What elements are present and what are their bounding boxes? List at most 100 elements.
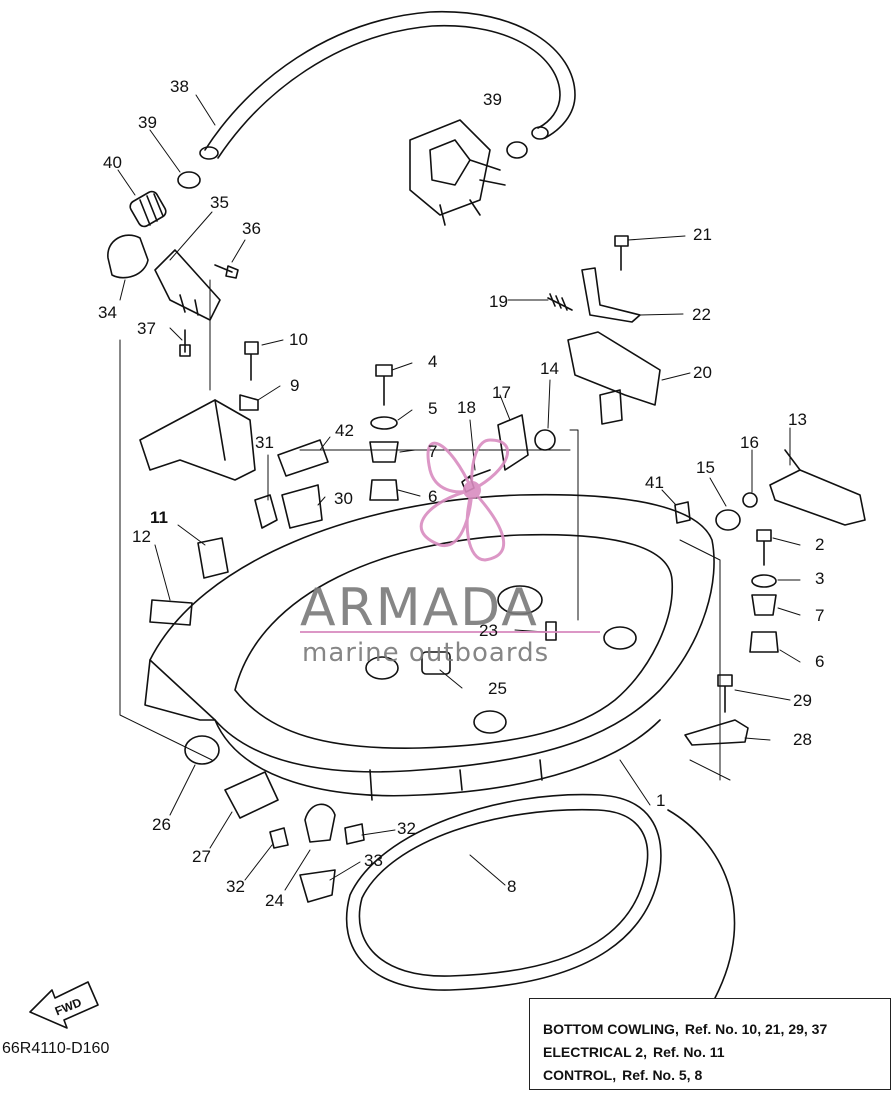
label-part-42: [277, 439, 329, 477]
washer-part-16: [742, 492, 758, 508]
hose-clamp-right: [506, 141, 528, 159]
port-boss-right: [603, 626, 637, 650]
propeller-logo-icon: [419, 438, 509, 562]
legend-refs: Ref. No. 11: [652, 1043, 725, 1060]
callout-17: 17: [492, 383, 511, 402]
clip-part-17: [497, 414, 529, 471]
callout-5: 5: [428, 399, 437, 418]
cowling-socket-25: [421, 651, 451, 675]
diagram-code: 66R4110-D160: [2, 1040, 110, 1057]
fwd-label: FWD: [53, 995, 84, 1018]
callout-36: 36: [242, 219, 261, 238]
bracket-part-9: [139, 399, 256, 481]
holder-part-30: [281, 484, 323, 529]
label-part-41: [674, 501, 691, 524]
bolt-part-2: [756, 529, 772, 566]
legend-row: BOTTOM COWLING, Ref. No. 10, 21, 29, 37: [543, 1017, 890, 1040]
plate-bracket: [154, 249, 221, 321]
legend-row: CONTROL, Ref. No. 5, 8: [543, 1063, 890, 1086]
collar-part-7a: [369, 441, 399, 463]
callout-1: 1: [656, 791, 665, 810]
hose-part: [204, 11, 576, 151]
collar-part-7b: [751, 594, 777, 616]
hose-end-left: [199, 146, 219, 160]
callout-39a: 39: [138, 113, 157, 132]
lever-part-13: [769, 469, 866, 526]
grommet-part-6a: [369, 479, 399, 501]
callout-26: 26: [152, 815, 171, 834]
callout-28: 28: [793, 730, 812, 749]
callout-25: 25: [488, 679, 507, 698]
callout-22: 22: [692, 305, 711, 324]
washer-part-3: [751, 574, 777, 588]
hose-part-outline: [217, 24, 561, 159]
seal-ring-8: [345, 793, 662, 991]
callout-31: 31: [255, 433, 274, 452]
callout-10: 10: [289, 330, 308, 349]
callout-13: 13: [788, 410, 807, 429]
callout-29: 29: [793, 691, 812, 710]
bottom-cowling-inner: [234, 533, 673, 749]
seal-ring-8-inner: [358, 808, 649, 977]
grommet-part: [129, 190, 167, 228]
bolt-part-4: [375, 364, 393, 406]
fwd-arrow: [29, 981, 99, 1029]
legend-group: BOTTOM COWLING,: [543, 1020, 679, 1037]
spring-part-19: [547, 293, 573, 311]
hose-end-right: [531, 126, 549, 140]
grommet-part-24: [304, 803, 336, 843]
legend-refs: Ref. No. 5, 8: [622, 1066, 703, 1083]
seal-part-32a: [269, 827, 289, 849]
holder-part-20: [567, 331, 661, 406]
callout-19: 19: [489, 292, 508, 311]
reference-legend: BOTTOM COWLING, Ref. No. 10, 21, 29, 37 …: [529, 998, 891, 1090]
bottom-cowling: [149, 493, 715, 773]
armada-watermark: ARMADA marine outboards: [300, 438, 600, 668]
callout-7b: 7: [815, 606, 824, 625]
callout-42: 42: [335, 421, 354, 440]
callout-35: 35: [210, 193, 229, 212]
part-12: [149, 599, 193, 626]
callout-2: 2: [815, 535, 824, 554]
callout-34: 34: [98, 303, 117, 322]
callout-30: 30: [334, 489, 353, 508]
callout-18: 18: [457, 398, 476, 417]
callout-20: 20: [693, 363, 712, 382]
legend-group: ELECTRICAL 2,: [543, 1043, 647, 1060]
callout-38: 38: [170, 77, 189, 96]
bolt-part-10: [244, 341, 259, 381]
bolt-part-23: [545, 621, 557, 641]
callout-37: 37: [137, 319, 156, 338]
screw-part: [214, 264, 239, 279]
legend-refs: Ref. No. 10, 21, 29, 37: [684, 1020, 828, 1037]
lever-part-28: [684, 719, 749, 746]
watermark-brand: ARMADA: [300, 578, 539, 638]
seal-part-32b: [344, 823, 365, 845]
callout-41: 41: [645, 473, 664, 492]
callout-6b: 6: [815, 652, 824, 671]
callout-7a: 7: [428, 442, 437, 461]
engine-bracket: [409, 119, 491, 216]
callout-11: 11: [150, 508, 168, 527]
callout-15: 15: [696, 458, 715, 477]
plate-part-22: [581, 267, 641, 323]
callout-21: 21: [693, 225, 712, 244]
callout-4: 4: [428, 352, 437, 371]
callout-39b: 39: [483, 90, 502, 109]
leader-lines: [117, 94, 801, 891]
legend-row: ELECTRICAL 2, Ref. No. 11: [543, 1040, 890, 1063]
clip-part-31: [254, 494, 278, 529]
plug-part-26: [184, 735, 220, 765]
callout-numbers: 38 39 39 40 35 36 34 37 10 9 4 5 7 6 42 …: [98, 77, 824, 910]
watermark-tagline: marine outboards: [302, 638, 549, 668]
callout-12: 12: [132, 527, 151, 546]
callout-40: 40: [103, 153, 122, 172]
grommet-part-6b: [749, 631, 779, 653]
callout-27: 27: [192, 847, 211, 866]
callout-32a: 32: [226, 877, 245, 896]
callout-16: 16: [740, 433, 759, 452]
hose-clamp-left: [177, 171, 201, 189]
screw-part-21: [614, 235, 629, 271]
callout-32b: 32: [397, 819, 416, 838]
